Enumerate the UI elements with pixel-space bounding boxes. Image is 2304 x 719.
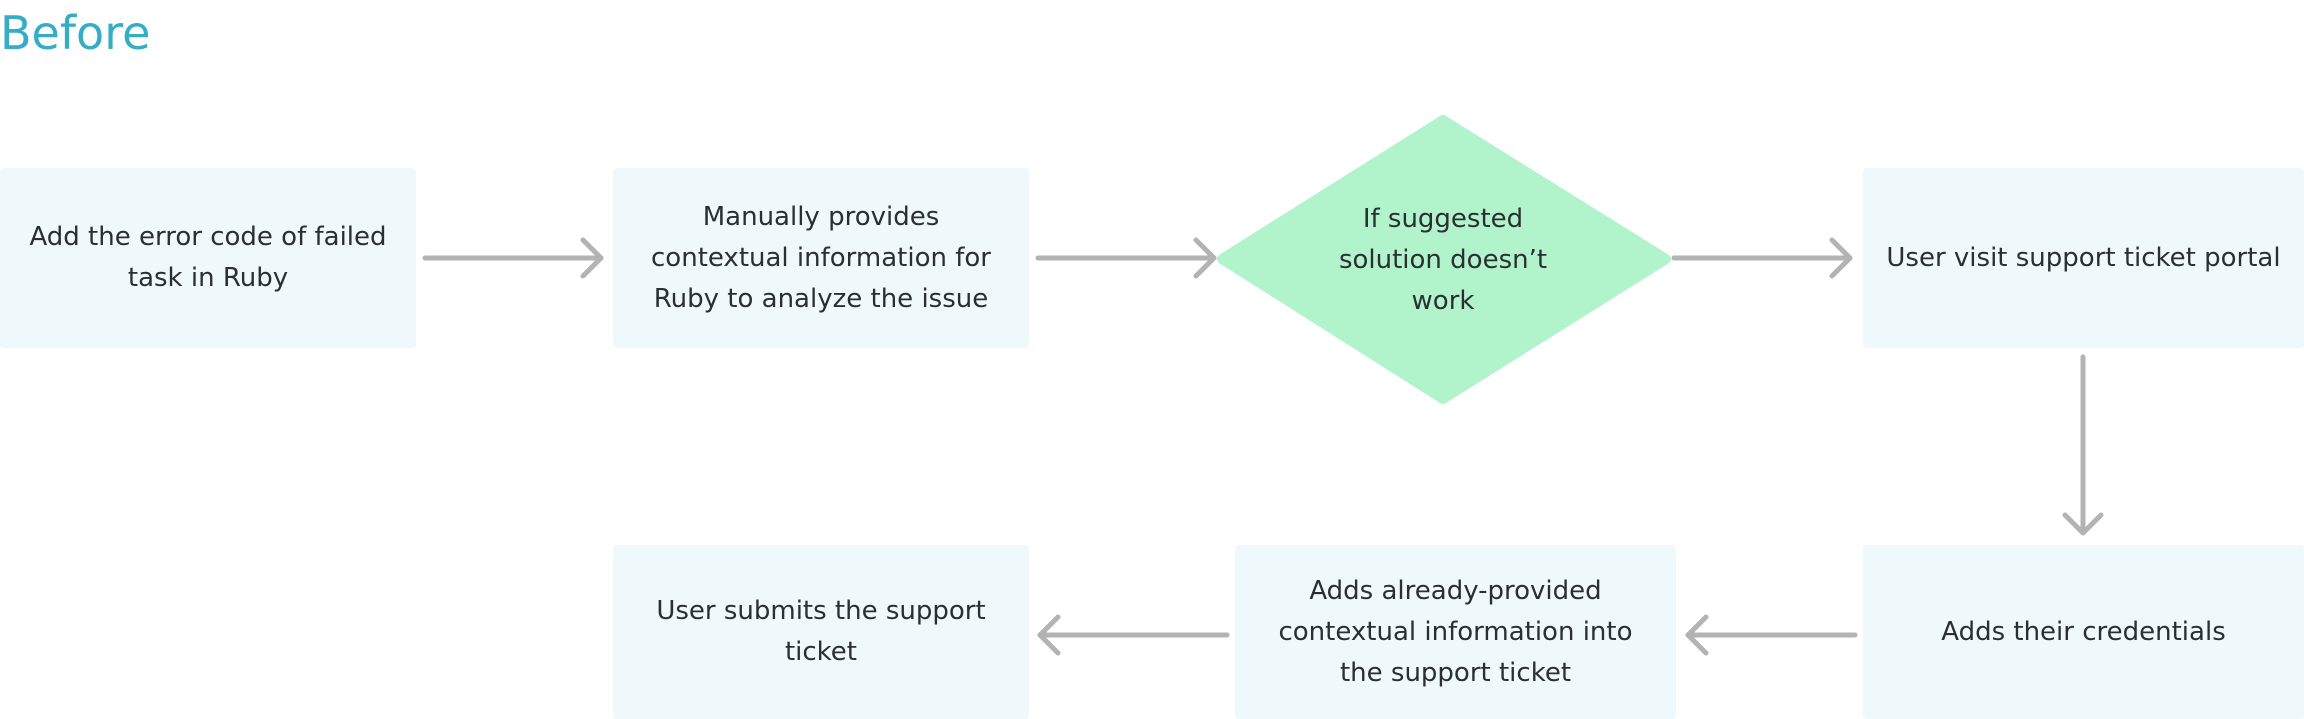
arrow-step3-to-step4	[2062, 354, 2104, 536]
arrow-step4-to-step5	[1685, 614, 1858, 656]
step-visit-portal: User visit support ticket portal	[1863, 168, 2304, 348]
diagram-title: Before	[0, 6, 151, 60]
arrow-decision-to-step3	[1671, 237, 1853, 279]
step-provide-context-label: Manually provides contextual information…	[651, 201, 991, 314]
decision-label: If suggested solution doesn’t work	[1338, 203, 1548, 316]
step-submit-ticket-label: User submits the support ticket	[656, 596, 986, 667]
step-add-credentials-label: Adds their credentials	[1941, 616, 2226, 647]
arrow-step2-to-decision	[1035, 237, 1217, 279]
step-visit-portal-label: User visit support ticket portal	[1886, 242, 2281, 273]
step-add-context-to-ticket: Adds already-provided contextual informa…	[1235, 545, 1676, 719]
arrow-step5-to-step6	[1037, 614, 1230, 656]
arrow-step1-to-step2	[422, 237, 604, 279]
step-add-error-code: Add the error code of failed task in Rub…	[0, 168, 416, 348]
step-add-error-code-label: Add the error code of failed task in Rub…	[29, 222, 387, 293]
decision-diamond	[1217, 115, 1671, 404]
step-add-credentials: Adds their credentials	[1863, 545, 2304, 719]
step-add-context-to-ticket-label: Adds already-provided contextual informa…	[1278, 575, 1633, 688]
step-submit-ticket: User submits the support ticket	[613, 545, 1029, 719]
step-provide-context: Manually provides contextual information…	[613, 168, 1029, 348]
